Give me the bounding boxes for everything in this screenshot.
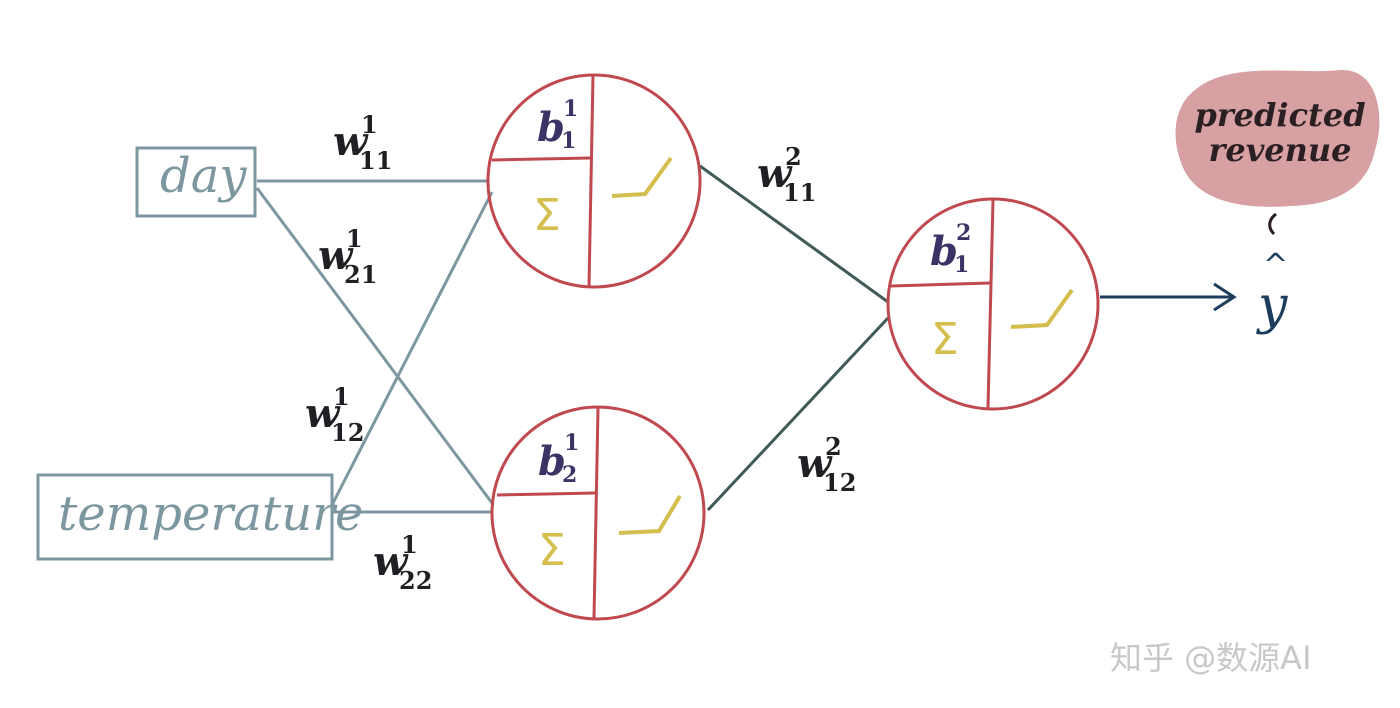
sigma-icon: Σ: [533, 190, 561, 241]
relu-icon: [618, 494, 682, 535]
annotation-predicted-revenue: predicted revenue: [1194, 96, 1366, 170]
input-label-day: day: [160, 148, 247, 204]
neuron-hidden-1: [486, 73, 702, 289]
relu-icon: [1010, 288, 1074, 329]
input-box-day: [135, 146, 257, 218]
edge-temp-n1: [330, 191, 494, 506]
annotation-pointer: [1268, 212, 1277, 236]
edge-n2-out: [706, 316, 890, 512]
input-label-temperature: temperature: [58, 486, 364, 542]
input-box-temperature: [36, 473, 334, 561]
output-arrow: [1100, 282, 1237, 312]
annotation-bubble: [1175, 69, 1380, 207]
sigma-icon: Σ: [538, 525, 566, 576]
edge-day-n2: [255, 187, 494, 504]
edge-n1-out: [699, 164, 889, 304]
watermark: 知乎 @数源AI: [1110, 639, 1312, 677]
relu-icon: [611, 156, 673, 198]
hat-icon: ^: [1263, 248, 1289, 283]
output-y-hat: y: [1258, 276, 1288, 336]
neuron-output: [886, 197, 1100, 411]
neuron-hidden-2: [490, 405, 706, 621]
sigma-icon: Σ: [931, 314, 959, 365]
